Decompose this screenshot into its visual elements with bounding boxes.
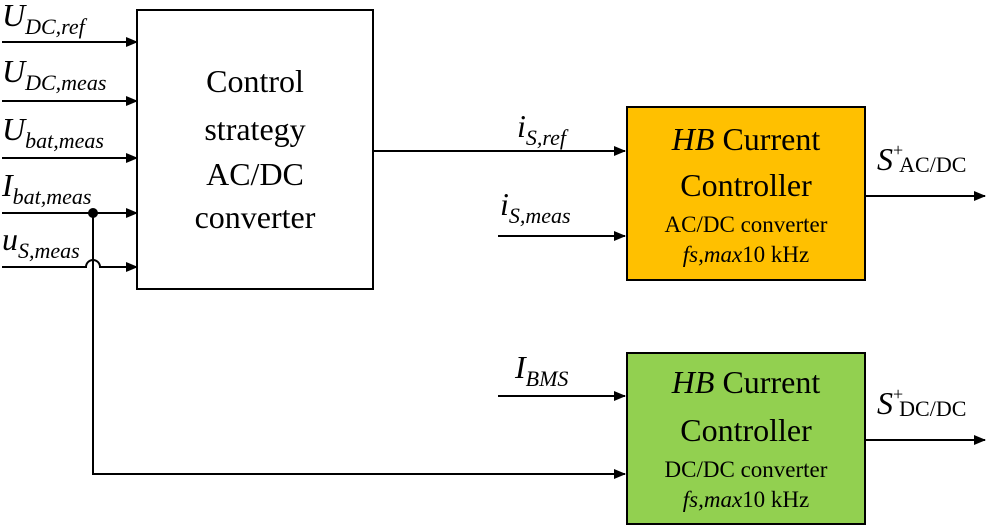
hb-acdc-title: HB Current	[671, 121, 821, 157]
label-s-dcdc: S+DC/DC	[877, 384, 966, 421]
hb-acdc-block	[626, 106, 866, 281]
control-block-line-1: Control	[206, 63, 304, 99]
label-s-acdc: S+AC/DC	[877, 140, 966, 177]
hb-acdc-freq: fs,max10 kHz	[683, 242, 810, 267]
label-is-ref: iS,ref	[517, 108, 569, 150]
label-us-meas: uS,meas	[2, 221, 80, 263]
label-ibat-meas: Ibat,meas	[1, 167, 91, 209]
hb-dcdc-freq: fs,max10 kHz	[683, 487, 810, 512]
hb-dcdc-title: HB Current	[671, 364, 821, 400]
label-udc-meas: UDC,meas	[2, 53, 106, 95]
hb-dcdc-block	[626, 352, 866, 525]
control-block-line-4: converter	[195, 199, 316, 235]
label-ubat-meas: Ubat,meas	[2, 111, 104, 153]
branch-to-dcdc	[92, 213, 626, 479]
hb-acdc-sub: AC/DC converter	[665, 212, 828, 237]
control-strategy-block	[136, 9, 374, 290]
hb-dcdc-sub: DC/DC converter	[665, 457, 828, 482]
hb-acdc-title-2: Controller	[680, 167, 812, 203]
label-i-bms: IBMS	[514, 349, 568, 391]
label-udc-ref: UDC,ref	[2, 0, 88, 39]
label-is-meas: iS,meas	[500, 186, 571, 228]
control-block-line-2: strategy	[204, 111, 305, 147]
control-block-line-3: AC/DC	[206, 156, 304, 192]
hb-dcdc-title-2: Controller	[680, 412, 812, 448]
